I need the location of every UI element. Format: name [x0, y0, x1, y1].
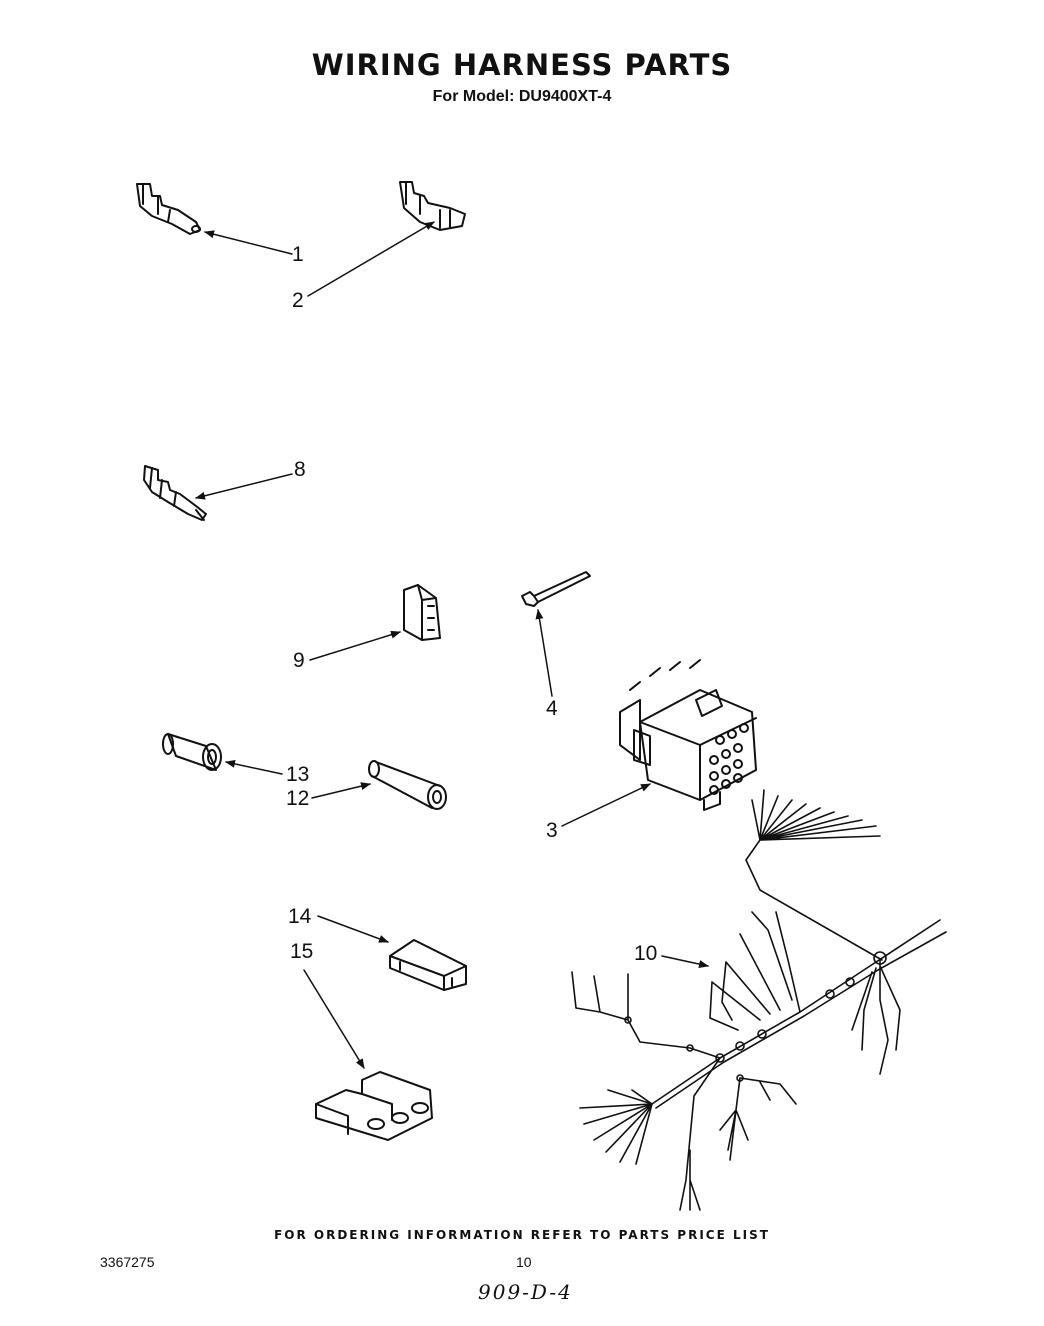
sleeve-part-13 — [162, 733, 222, 771]
splice-part-12 — [368, 760, 447, 810]
callout-1: 1 — [292, 243, 304, 266]
terminal-part-8 — [143, 465, 207, 521]
connector-part-3 — [619, 659, 757, 811]
callout-14: 14 — [288, 905, 312, 928]
leader-2 — [307, 221, 435, 297]
bracket-part-15 — [315, 1071, 433, 1141]
leader-10 — [661, 955, 709, 968]
handwritten-code: 909-D-4 — [478, 1280, 573, 1304]
connector-part-9 — [403, 584, 441, 641]
leader-3 — [561, 783, 651, 827]
document-number: 3367275 — [100, 1254, 155, 1270]
terminal-part-2 — [399, 181, 466, 231]
callout-8: 8 — [294, 458, 306, 481]
cable-tie-part-4 — [521, 571, 591, 607]
leader-13 — [225, 759, 283, 775]
callout-9: 9 — [293, 649, 305, 672]
callout-3: 3 — [546, 819, 558, 842]
page-title: WIRING HARNESS PARTS — [311, 48, 733, 82]
leader-15 — [303, 969, 365, 1069]
callout-4: 4 — [546, 697, 558, 720]
leader-8 — [195, 473, 293, 500]
wiring-harness-part-10 — [571, 789, 947, 1211]
connector-part-14 — [389, 939, 467, 991]
leader-9 — [309, 630, 401, 661]
page-number: 10 — [516, 1254, 532, 1270]
callout-12: 12 — [286, 787, 310, 810]
callout-15: 15 — [290, 940, 314, 963]
ordering-note: FOR ORDERING INFORMATION REFER TO PARTS … — [274, 1228, 770, 1242]
leader-12 — [311, 782, 371, 799]
callout-10: 10 — [634, 942, 658, 965]
callout-2: 2 — [292, 289, 304, 312]
terminal-part-1 — [136, 183, 201, 235]
callout-13: 13 — [286, 763, 310, 786]
leader-1 — [204, 230, 293, 255]
model-subtitle: For Model: DU9400XT-4 — [432, 88, 612, 105]
leader-4 — [535, 609, 553, 697]
leader-14 — [317, 915, 389, 943]
